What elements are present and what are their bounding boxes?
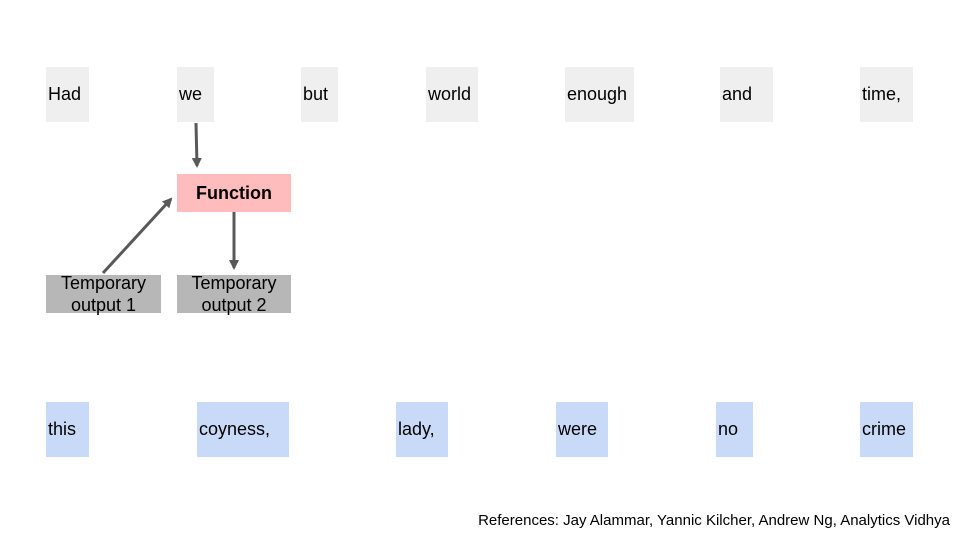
word-we: we	[177, 67, 214, 122]
word-lady: lady,	[396, 402, 448, 457]
word-label: but	[303, 84, 329, 104]
word-label: and	[722, 84, 753, 104]
word-label: were	[558, 419, 598, 439]
word-label: coyness,	[199, 419, 271, 439]
arrow-we-to-function	[191, 122, 202, 168]
word-label: time,	[862, 84, 902, 104]
function-box: Function	[177, 174, 291, 212]
word-and: and	[720, 67, 773, 122]
temp-output-2-line1: Temporary	[191, 273, 277, 293]
word-world: world	[426, 67, 478, 122]
word-time: time,	[860, 67, 913, 122]
word-label: world	[428, 84, 472, 104]
function-label: Function	[196, 182, 272, 203]
word-label: lady,	[398, 419, 435, 439]
word-coyness: coyness,	[197, 402, 289, 457]
word-were: were	[556, 402, 608, 457]
word-this: this	[46, 402, 89, 457]
word-label: no	[718, 419, 739, 439]
word-label: this	[48, 419, 77, 439]
word-enough: enough	[565, 67, 634, 122]
word-no: no	[716, 402, 753, 457]
temp-output-2-line2: output 2	[201, 295, 267, 315]
word-had: Had	[46, 67, 89, 122]
word-but: but	[301, 67, 338, 122]
arrow-temp1-to-function	[101, 197, 173, 275]
word-label: enough	[567, 84, 628, 104]
word-label: Had	[48, 84, 82, 104]
word-label: we	[179, 84, 203, 104]
word-label: crime	[862, 419, 906, 439]
word-crime: crime	[860, 402, 913, 457]
temp-output-1-line1: Temporary	[60, 273, 147, 293]
temp-output-1-line2: output 1	[70, 295, 137, 315]
references-text: References: Jay Alammar, Yannic Kilcher,…	[478, 512, 950, 529]
